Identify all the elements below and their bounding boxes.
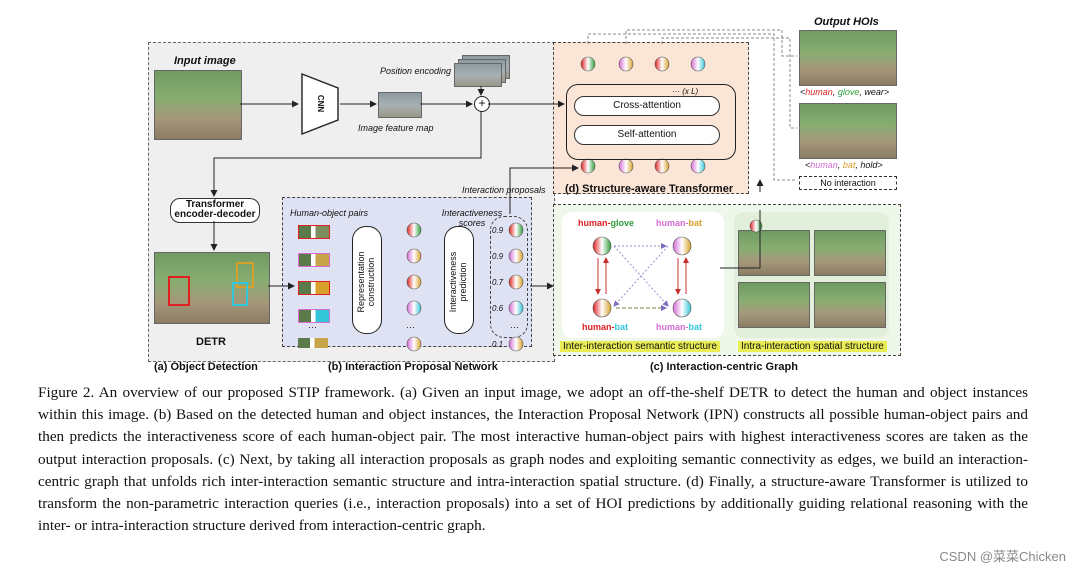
- score-5: 0.1: [492, 340, 504, 349]
- hoi2-human: human: [810, 160, 838, 170]
- intra-spatial-label: Intra-interaction spatial structure: [738, 341, 887, 352]
- subcaption-ipn: (b) Interaction Proposal Network: [328, 361, 498, 373]
- no-interaction-box: No interaction: [799, 176, 897, 190]
- pair-thumb-3: [298, 281, 330, 295]
- flow-connectors: [210, 29, 797, 290]
- human-object-pairs-label: Human-object pairs: [290, 208, 369, 218]
- image-feature-map-label: Image feature map: [358, 123, 434, 133]
- node-label-human-bat-2: human-bat: [582, 322, 628, 332]
- node-hb3-human: human-: [656, 322, 689, 332]
- score-3: 0.7: [492, 278, 504, 287]
- detr-output-image: [154, 252, 270, 324]
- transformer-layer-block: [566, 84, 736, 160]
- subcaption-icg: (c) Interaction-centric Graph: [650, 361, 798, 373]
- node-hg-object: glove: [610, 218, 635, 228]
- hoi2-object: bat: [842, 160, 856, 170]
- pair-thumb-1: [298, 225, 330, 239]
- input-image-title: Input image: [174, 55, 236, 67]
- hoi1-sep2: ,: [859, 87, 865, 97]
- transformer-encoder-decoder: Transformer encoder-decoder: [170, 198, 260, 223]
- subcaption-object-detection: (a) Object Detection: [154, 361, 258, 373]
- watermark: CSDN @菜菜Chicken: [939, 549, 1066, 564]
- pair-list: [298, 225, 330, 337]
- hoi2-sep1: ,: [837, 160, 843, 170]
- score-4: 0.6: [492, 304, 504, 313]
- hoi2-open: <: [805, 160, 811, 170]
- hoi2-sep2: ,: [855, 160, 861, 170]
- node-hb2-object: bat: [614, 322, 629, 332]
- pair-ellipsis: ···: [308, 322, 317, 332]
- pair-thumb-2: [298, 253, 330, 267]
- spatial-thumb-3: [738, 282, 810, 328]
- position-encoding-stack-1: [454, 63, 502, 87]
- semantic-structure-panel: [562, 212, 724, 338]
- representation-construction-block: [352, 226, 382, 334]
- transformer-repeat-label: ··· (x L): [672, 87, 699, 96]
- hoi1-sep1: ,: [832, 87, 838, 97]
- self-attention-block: Self-attention: [574, 125, 720, 145]
- output-hoi-1: <human, glove, wear>: [800, 87, 889, 97]
- representation-ellipsis: ···: [406, 322, 415, 332]
- representation-nodes: [406, 222, 422, 352]
- hoi1-open: <: [800, 87, 806, 97]
- pair-thumb-4: [298, 309, 330, 323]
- inter-semantic-label: Inter-interaction semantic structure: [560, 341, 720, 352]
- transformer-nodes: [580, 56, 706, 174]
- subcaption-transformer: (d) Structure-aware Transformer: [565, 183, 734, 195]
- score-1: 0.9: [492, 226, 504, 235]
- position-encoding-label: Position encoding: [380, 66, 452, 76]
- hoi2-verb: hold: [860, 160, 878, 170]
- top-proposals-frame: [490, 216, 528, 338]
- output-hoi-2: <human, bat, hold>: [805, 160, 883, 170]
- interactiveness-scores-label: Interactiveness scores: [441, 208, 503, 228]
- detr-bbox-human: [168, 276, 190, 306]
- node-label-human-bat-3: human-bat: [656, 322, 702, 332]
- hoi1-verb: wear: [864, 87, 884, 97]
- figure-caption: Figure 2. An overview of our proposed ST…: [38, 384, 1028, 535]
- pair-thumb-last: [298, 338, 328, 348]
- spatial-thumb-4: [814, 282, 886, 328]
- hoi2-close: >: [877, 160, 883, 170]
- semantic-graph: [592, 236, 692, 318]
- hoi1-human: human: [805, 87, 833, 97]
- cross-attention-block: Cross-attention: [574, 96, 720, 116]
- output-hoi-image-1: [799, 30, 897, 86]
- interactiveness-prediction-block: [444, 226, 474, 334]
- interaction-proposals-label: Interaction proposals: [462, 185, 546, 195]
- node-hb1-human: human-: [656, 218, 689, 228]
- cnn-block: [301, 72, 339, 136]
- spatial-node-1: [749, 219, 763, 233]
- output-hoi-image-2: [799, 103, 897, 159]
- image-feature-map: [378, 92, 422, 118]
- scored-proposal-nodes: [508, 222, 524, 352]
- detr-label: DETR: [196, 336, 226, 348]
- output-hois-title: Output HOIs: [814, 16, 879, 28]
- score-ellipsis: ···: [510, 322, 519, 332]
- detr-bbox-bat: [236, 262, 254, 288]
- node-hb3-object: bat: [688, 322, 703, 332]
- score-2: 0.9: [492, 252, 504, 261]
- detr-bbox-object: [232, 282, 248, 306]
- node-label-human-bat-1: human-bat: [656, 218, 702, 228]
- node-hb1-object: bat: [688, 218, 703, 228]
- node-hb2-human: human-: [582, 322, 615, 332]
- node-label-human-glove: human-glove: [578, 218, 634, 228]
- node-hg-human: human-: [578, 218, 611, 228]
- input-image: [154, 70, 242, 140]
- hoi1-object: glove: [837, 87, 860, 97]
- spatial-thumb-2: [814, 230, 886, 276]
- hoi1-close: >: [883, 87, 890, 97]
